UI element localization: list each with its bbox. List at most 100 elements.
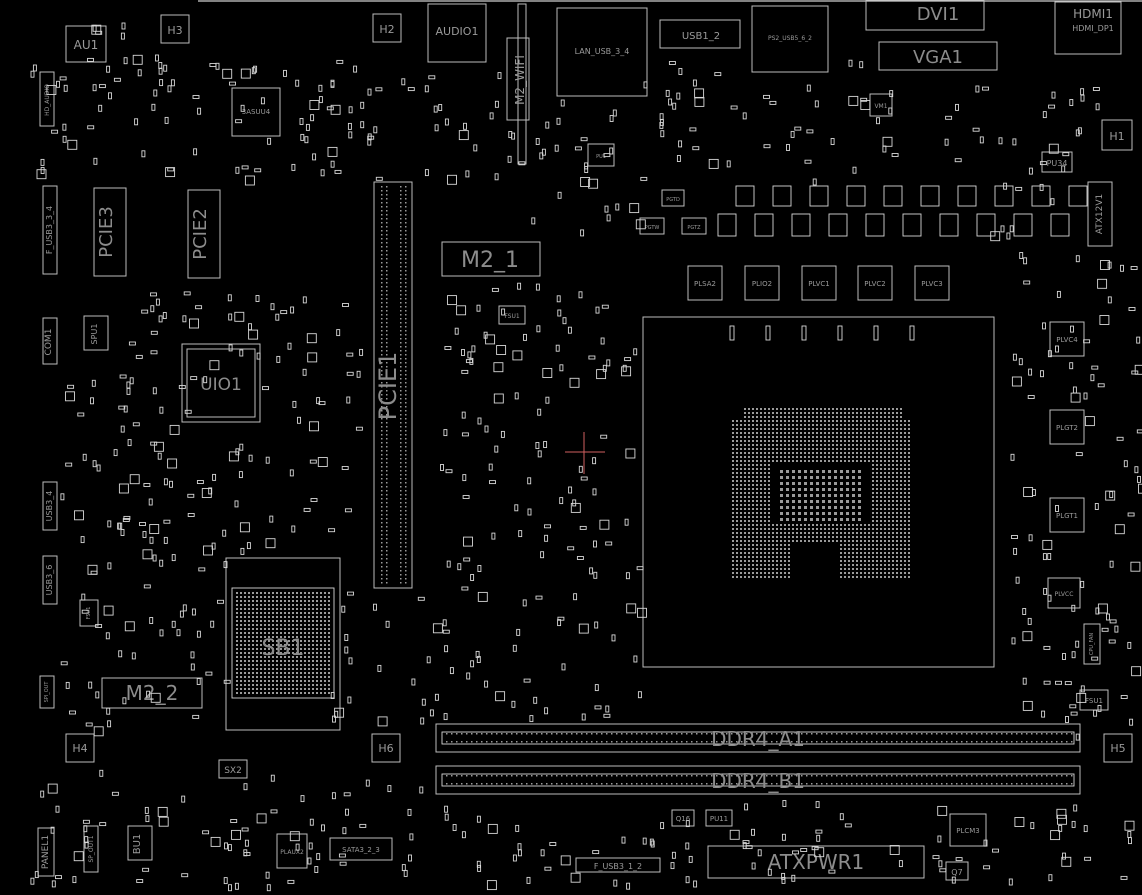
crosshair-cursor bbox=[565, 432, 605, 474]
h3-label: H3 bbox=[167, 24, 182, 37]
ddr4-b1-label: DDR4_B1 bbox=[711, 769, 805, 793]
lan-usb-connector: LAN_USB_3_4 bbox=[556, 7, 648, 97]
uio1-label: UIO1 bbox=[200, 375, 242, 395]
com1-header: COM1 bbox=[42, 317, 58, 365]
plio2-label: PLIO2 bbox=[752, 280, 772, 288]
ps2-usb-connector: PS2_USB5_6_2 bbox=[751, 5, 829, 73]
m2-1-label: M2_1 bbox=[461, 248, 519, 273]
pgtz-label: PGTZ bbox=[687, 225, 701, 231]
usb56-header: USB3_6 bbox=[42, 555, 58, 605]
audio1-connector: AUDIO1 bbox=[427, 3, 487, 63]
plvc4-inductor: PLVC4 bbox=[1049, 321, 1085, 357]
cpu-socket-pin-field bbox=[732, 408, 910, 578]
cpu-fan-label: CPU_FAN bbox=[1089, 633, 1095, 656]
f-usb34-label: F_USB3_3_4 bbox=[45, 206, 54, 254]
fsu1-component-a: FSU1 bbox=[498, 305, 526, 325]
com1-label: COM1 bbox=[44, 329, 54, 356]
fsu1-label-c: FSU1 bbox=[1085, 697, 1103, 705]
usb1-2-connector: USB1_2 bbox=[659, 19, 741, 49]
hdmi1-label: HDMI1 bbox=[1073, 7, 1113, 21]
au1-component: AU1 bbox=[65, 25, 107, 63]
h6-mounting-hole: H6 bbox=[371, 733, 401, 763]
plvc3-label: PLVC3 bbox=[921, 280, 942, 288]
vm1-label: VM1 bbox=[874, 103, 887, 110]
panel1-header: PANEL1 bbox=[37, 827, 55, 877]
hd-audio-header: HD_AUDIO bbox=[39, 71, 55, 127]
h4-label: H4 bbox=[72, 742, 87, 755]
spu1-component: SPU1 bbox=[83, 315, 109, 351]
pu34-label: PU34 bbox=[1047, 159, 1068, 168]
plvcc-label: PLVCC bbox=[1055, 591, 1074, 598]
vga1-connector: VGA1 bbox=[878, 41, 998, 71]
plvc2-label: PLVC2 bbox=[864, 280, 885, 288]
plcm3-inductor: PLCM3 bbox=[949, 813, 987, 847]
usb56-label: USB3_6 bbox=[45, 565, 54, 596]
hdmi1-connector: HDMI1 HDMI_DP1 bbox=[1054, 1, 1122, 55]
sp-out-header: SP_OUT1 bbox=[83, 825, 99, 873]
plcm3-label: PLCM3 bbox=[956, 827, 980, 835]
atxpwr1-connector: ATXPWR1 bbox=[707, 845, 925, 879]
sp-out-label: SP_OUT1 bbox=[88, 835, 95, 862]
plvc1-inductor: PLVC1 bbox=[801, 265, 837, 301]
plvc3-inductor: PLVC3 bbox=[914, 265, 950, 301]
spu1-label: SPU1 bbox=[90, 324, 99, 345]
pgtd-label: PGTD bbox=[666, 197, 680, 203]
lan-usb-label: LAN_USB_3_4 bbox=[575, 47, 630, 56]
plgt1-inductor: PLGT1 bbox=[1049, 497, 1085, 533]
sata-connector: SATA3_2_3 bbox=[329, 837, 393, 861]
plvc2-inductor: PLVC2 bbox=[857, 265, 893, 301]
pcie3-slot: PCIE3 bbox=[93, 187, 127, 277]
bu1-battery: BU1 bbox=[127, 825, 153, 861]
cpu-socket bbox=[642, 316, 995, 668]
plsa2-label: PLSA2 bbox=[694, 280, 716, 288]
plgt2-label: PLGT2 bbox=[1056, 424, 1078, 432]
usb34-label: USB3_4 bbox=[45, 491, 54, 522]
h2-mounting-hole: H2 bbox=[372, 13, 402, 43]
pgtd-component: PGTD bbox=[661, 189, 685, 207]
pgtw-component: PGTW bbox=[639, 217, 665, 235]
ddr4-a1-slot: DDR4_A1 bbox=[435, 723, 1081, 753]
pu1-chip: PU1 bbox=[587, 143, 615, 167]
h4-mounting-hole: H4 bbox=[65, 733, 95, 763]
plgt1-label: PLGT1 bbox=[1056, 512, 1078, 520]
pu1-label: PU1 bbox=[596, 154, 606, 160]
q7-label: Q7 bbox=[951, 868, 962, 877]
dvi1-label: DVI1 bbox=[917, 4, 960, 25]
ddr4-a1-label: DDR4_A1 bbox=[711, 727, 805, 751]
pgtz-component: PGTZ bbox=[681, 217, 707, 235]
fsu1-label-b: FSU1 bbox=[86, 607, 92, 620]
sb1-bga-grid bbox=[236, 592, 330, 694]
usb1-2-label: USB1_2 bbox=[682, 31, 720, 42]
m2-wifi-slot: M2_WIFI bbox=[506, 3, 530, 165]
sb1-chipset: SB1 bbox=[225, 557, 341, 731]
ddr4-b1-pins bbox=[446, 775, 1073, 785]
plvc1-label: PLVC1 bbox=[808, 280, 829, 288]
plaux2-inductor: PLAUX2 bbox=[276, 833, 308, 869]
h1-label: H1 bbox=[1109, 130, 1124, 143]
h6-label: H6 bbox=[378, 742, 393, 755]
pcie1-slot: PCIE1 bbox=[373, 181, 413, 589]
f-usb12-header: F_USB3_1_2 bbox=[575, 857, 661, 873]
ddr4-b1-slot: DDR4_B1 bbox=[435, 765, 1081, 795]
uio1-chip: UIO1 bbox=[181, 343, 261, 423]
plio2-inductor: PLIO2 bbox=[744, 265, 780, 301]
bu1-label: BU1 bbox=[132, 834, 143, 855]
pu11-label: PU11 bbox=[710, 815, 728, 823]
fsu1-component-b: FSU1 bbox=[79, 599, 99, 627]
plaux2-label: PLAUX2 bbox=[280, 849, 304, 856]
small-component-pads bbox=[30, 22, 1142, 892]
pcie3-label: PCIE3 bbox=[96, 206, 117, 258]
pcie1-pin-rows bbox=[381, 186, 407, 584]
fsu1-label-a: FSU1 bbox=[504, 313, 520, 320]
plgt2-inductor: PLGT2 bbox=[1049, 409, 1085, 445]
asm-chip-label: 3ASUU4 bbox=[242, 108, 271, 116]
sb1-label: SB1 bbox=[261, 636, 304, 661]
m2-wifi-label: M2_WIFI bbox=[513, 55, 527, 105]
sx2-component: SX2 bbox=[218, 759, 248, 779]
audio1-label: AUDIO1 bbox=[436, 25, 479, 38]
pu11-chip: PU11 bbox=[705, 809, 733, 827]
spi-out-label: SPI_OUT bbox=[44, 681, 50, 703]
asm-chip: 3ASUU4 bbox=[231, 87, 281, 137]
atx12v1-connector: ATX12V1 bbox=[1087, 181, 1113, 247]
